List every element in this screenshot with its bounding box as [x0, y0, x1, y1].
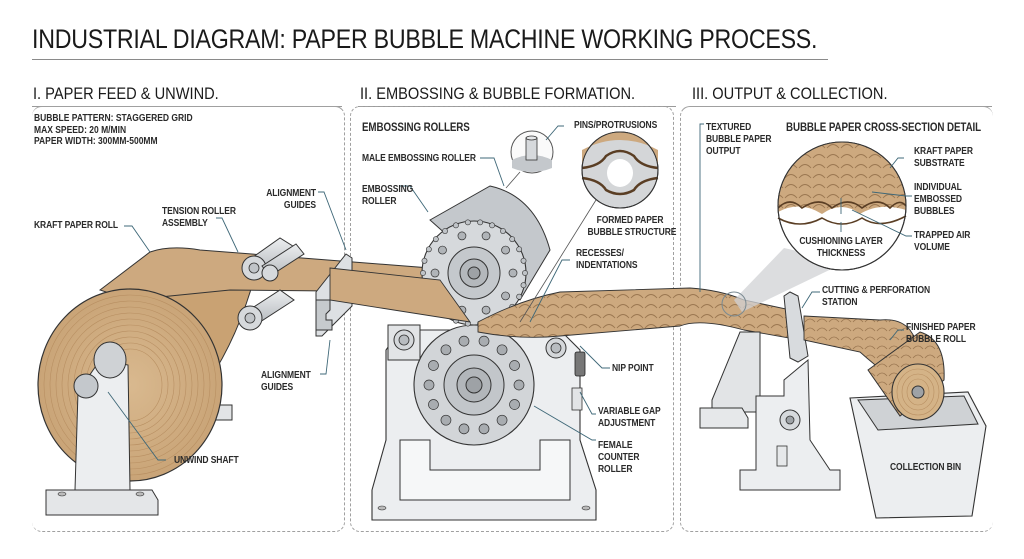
label-variable-gap-adjustment: VARIABLE GAP ADJUSTMENT: [598, 406, 661, 429]
label-embossing-roller: EMBOSSING ROLLER: [362, 184, 414, 207]
label-nip-point: NIP POINT: [612, 363, 654, 374]
roller-recess: [428, 360, 439, 371]
roller-pin: [516, 246, 523, 253]
finished-bubble-roll: [867, 331, 945, 421]
roller-bolt: [481, 231, 491, 241]
roller-bolt: [457, 231, 467, 241]
panel-paper-feed: [32, 106, 345, 532]
roller-recess: [478, 423, 490, 435]
paper-web-embossed: [477, 287, 801, 341]
roller-pin: [477, 219, 484, 226]
roller-recess: [509, 360, 520, 371]
roller-bolt: [508, 268, 518, 278]
roller-pin: [464, 219, 471, 226]
roller-recess: [423, 379, 435, 391]
roller-pin: [421, 257, 428, 264]
label-individual-embossed-bubbles: INDIVIDUAL EMBOSSED BUBBLES: [914, 182, 962, 217]
roller-pin: [425, 246, 432, 253]
section-1-heading: I. PAPER FEED & UNWIND.: [33, 84, 219, 103]
roller-recess: [478, 335, 490, 347]
roller-pin: [520, 257, 527, 264]
diagram-title: INDUSTRIAL DIAGRAM: PAPER BUBBLE MACHINE…: [32, 24, 818, 54]
tension-roller-assembly: [237, 237, 305, 331]
bubble-structure-detail: [519, 131, 659, 323]
label-cross-section-detail: BUBBLE PAPER CROSS-SECTION DETAIL: [786, 122, 982, 134]
label-cushioning-layer-thickness: CUSHIONING LAYER THICKNESS: [799, 236, 883, 259]
label-formed-bubble-structure: FORMED PAPER BUBBLE STRUCTURE: [587, 215, 677, 238]
label-kraft-paper-substrate: KRAFT PAPER SUBSTRATE: [914, 146, 973, 169]
label-unwind-shaft: UNWIND SHAFT: [174, 455, 239, 466]
roller-recess: [458, 335, 470, 347]
roller-recess: [428, 399, 439, 410]
label-textured-bubble-paper-output: TEXTURED BUBBLE PAPER OUTPUT: [706, 122, 772, 157]
label-trapped-air-volume: TRAPPED AIR VOLUME: [914, 230, 971, 253]
roller-pin: [453, 222, 459, 229]
roller-recess: [440, 414, 452, 426]
section-3-heading: III. OUTPUT & COLLECTION.: [692, 84, 888, 103]
roller-bolt: [430, 268, 440, 278]
label-alignment-guides-bottom: ALIGNMENT GUIDES: [261, 370, 311, 393]
label-embossing-rollers: EMBOSSING ROLLERS: [362, 122, 470, 134]
spec-max-speed: MAX SPEED: 20 M/MIN: [34, 124, 127, 136]
roller-bolt: [501, 291, 510, 301]
pin-detail-circle: [505, 130, 554, 189]
roller-recess: [458, 423, 470, 435]
roller-recess: [513, 379, 525, 391]
roller-recess: [496, 344, 508, 356]
roller-pin: [432, 236, 439, 243]
spec-paper-width: PAPER WIDTH: 300MM-500MM: [34, 136, 158, 147]
label-tension-roller: TENSION ROLLER ASSEMBLY: [162, 206, 236, 229]
title-underline: [32, 59, 828, 60]
roller-pin: [520, 282, 527, 289]
label-alignment-guides-top: ALIGNMENT GUIDES: [266, 188, 316, 211]
paper-web-flat: [329, 267, 471, 323]
roller-pin: [420, 270, 426, 276]
label-collection-bin: COLLECTION BIN: [890, 462, 962, 473]
label-male-embossing-roller: MALE EMBOSSING ROLLER: [362, 153, 476, 164]
label-kraft-paper-roll: KRAFT PAPER ROLL: [34, 220, 118, 231]
female-counter-roller: [413, 324, 535, 446]
cross-section-detail: [721, 141, 907, 317]
roller-bolt: [501, 245, 510, 255]
leader-lines: [107, 123, 912, 461]
label-cutting-perforation-station: CUTTING & PERFORATION STATION: [822, 285, 931, 308]
roller-recess: [440, 344, 452, 356]
roller-pin: [500, 228, 506, 234]
roller-pin: [509, 236, 516, 243]
label-finished-bubble-roll: FINISHED PAPER BUBBLE ROLL: [906, 322, 976, 345]
machine-specs: BUBBLE PATTERN: STAGGERED GRID MAX SPEED…: [34, 113, 193, 148]
label-pins-protrusions: PINS/PROTRUSIONS: [574, 120, 658, 131]
spec-bubble-pattern: BUBBLE PATTERN: STAGGERED GRID: [34, 113, 193, 124]
label-recesses-indentations: RECESSES/ INDENTATIONS: [576, 248, 638, 271]
roller-pin: [516, 293, 523, 300]
roller-pin: [489, 222, 495, 229]
roller-bolt: [438, 245, 447, 255]
roller-recess: [509, 399, 520, 410]
roller-bolt: [481, 305, 491, 315]
roller-pin: [522, 270, 528, 276]
label-female-counter-roller: FEMALE COUNTER ROLLER: [598, 440, 640, 475]
cutting-station: [699, 291, 841, 491]
roller-pin: [442, 228, 448, 234]
section-2-heading: II. EMBOSSING & BUBBLE FORMATION.: [360, 84, 636, 103]
roller-recess: [496, 414, 508, 426]
